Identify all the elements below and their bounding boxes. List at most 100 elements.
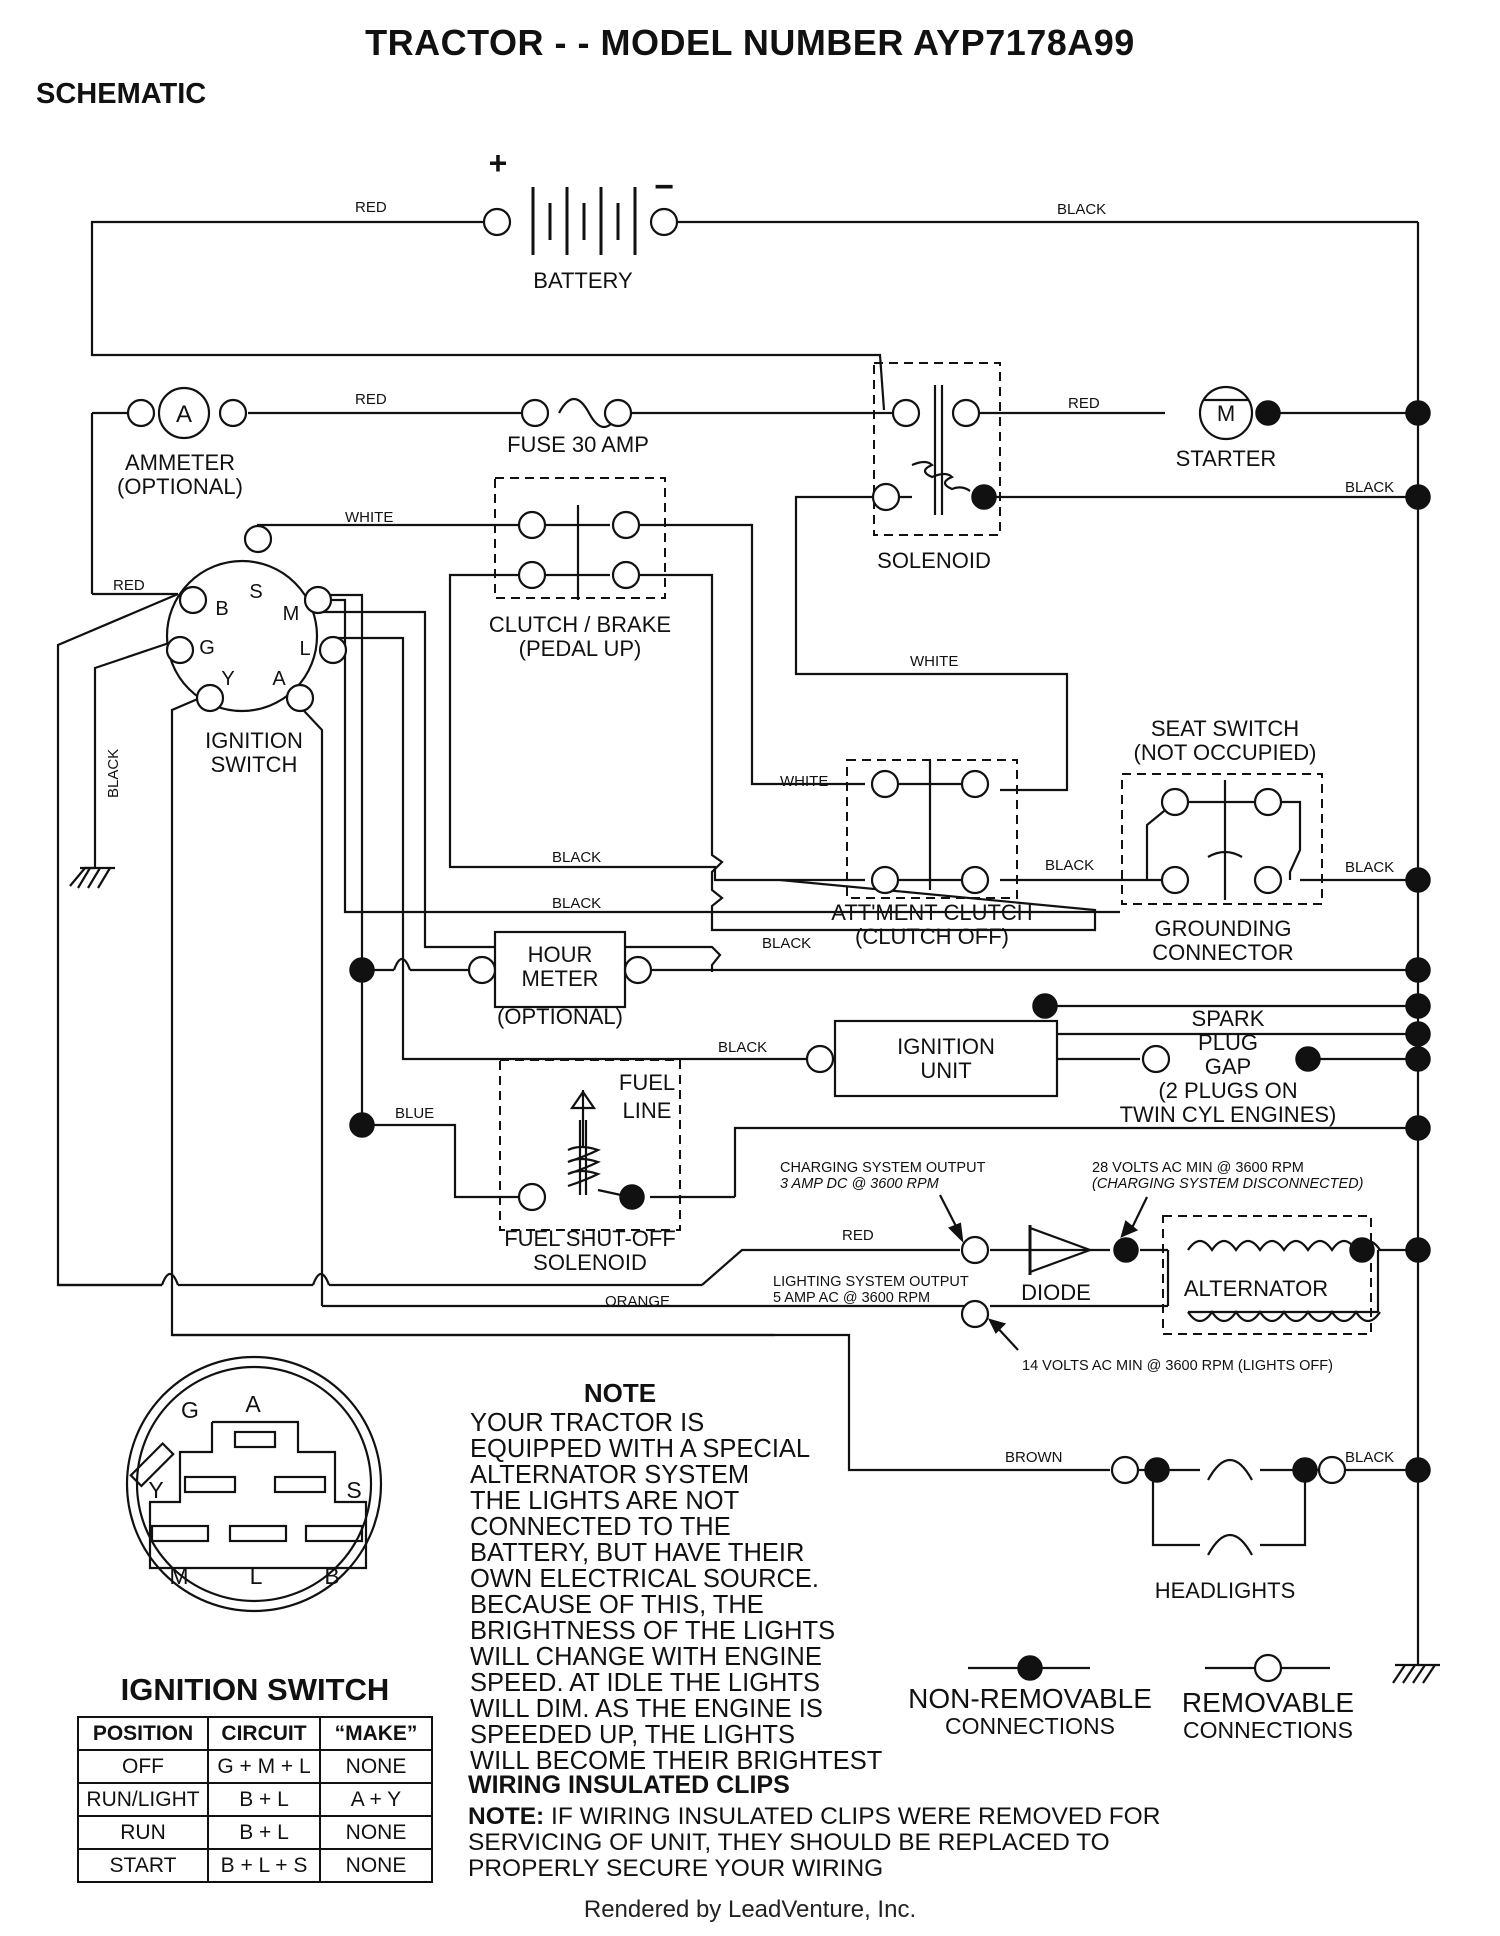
wire-label-black-9: BLACK xyxy=(1345,1449,1394,1466)
clips-heading: WIRING INSULATED CLIPS xyxy=(468,1771,790,1799)
note-line: BRIGHTNESS OF THE LIGHTS xyxy=(470,1617,836,1645)
switch-face-m: M xyxy=(169,1563,188,1589)
seat-switch-label: SEAT SWITCH xyxy=(1151,716,1299,741)
hour-meter-optional: (OPTIONAL) xyxy=(497,1004,623,1029)
switch-face-b: B xyxy=(324,1563,339,1589)
table-row: RUN B + L NONE xyxy=(77,1815,433,1850)
page-title: TRACTOR - - MODEL NUMBER AYP7178A99 xyxy=(365,22,1135,63)
table-cell: NONE xyxy=(319,1815,433,1850)
wire-label-white-2: WHITE xyxy=(910,653,958,670)
battery-plus: + xyxy=(489,145,508,181)
volts14-label: 14 VOLTS AC MIN @ 3600 RPM (LIGHTS OFF) xyxy=(1022,1358,1333,1374)
table-row: START B + L + S NONE xyxy=(77,1848,433,1883)
hour-meter-label-2: METER xyxy=(522,966,599,991)
wire-label-red-1: RED xyxy=(355,199,387,216)
switch-face-a: A xyxy=(245,1391,261,1417)
clips-line: PROPERLY SECURE YOUR WIRING xyxy=(468,1855,884,1882)
clutch-brake-sub: (PEDAL UP) xyxy=(519,636,642,661)
spark-plug-label-2: PLUG xyxy=(1198,1030,1258,1055)
ignition-switch-table: POSITION CIRCUIT “MAKE” OFF G + M + L NO… xyxy=(77,1716,433,1883)
table-row: RUN/LIGHT B + L A + Y xyxy=(77,1782,433,1817)
removable-label: REMOVABLE xyxy=(1182,1687,1354,1718)
ammeter-optional: (OPTIONAL) xyxy=(117,474,243,499)
clips-line: NOTE: IF WIRING INSULATED CLIPS WERE REM… xyxy=(468,1804,1468,1830)
wiring-clips-note: WIRING INSULATED CLIPS NOTE: IF WIRING I… xyxy=(468,1772,1468,1882)
ignition-switch-label: IGNITION xyxy=(205,728,303,753)
removable-connections xyxy=(126,207,1347,1683)
ignition-switch-body xyxy=(165,559,319,713)
wire-label-red-3: RED xyxy=(1068,395,1100,412)
solenoid-box xyxy=(873,362,1001,536)
table-row: OFF G + M + L NONE xyxy=(77,1749,433,1784)
table-cell: A + Y xyxy=(319,1782,433,1817)
switch-face-l: L xyxy=(250,1563,263,1589)
wire-label-brown: BROWN xyxy=(1005,1449,1063,1466)
note-line: BECAUSE OF THIS, THE xyxy=(470,1591,764,1619)
ammeter-symbol: A xyxy=(176,401,192,428)
table-cell: RUN/LIGHT xyxy=(77,1782,209,1817)
wire-label-black-vertical: BLACK xyxy=(105,749,122,798)
note-line: SPEED. AT IDLE THE LIGHTS xyxy=(470,1669,821,1697)
column-header: “MAKE” xyxy=(319,1716,433,1751)
wire-black-ign-ground xyxy=(56,592,179,1287)
switch-face-g: G xyxy=(181,1397,199,1423)
table-cell: OFF xyxy=(77,1749,209,1784)
table-cell: NONE xyxy=(319,1848,433,1883)
note-line: THE LIGHTS ARE NOT xyxy=(470,1487,740,1515)
volts28-label: 28 VOLTS AC MIN @ 3600 RPM xyxy=(1092,1160,1304,1176)
spark-plug-label-1: SPARK xyxy=(1192,1006,1265,1031)
alternator-box xyxy=(1162,1215,1372,1335)
note-line: SPEEDED UP, THE LIGHTS xyxy=(470,1721,795,1749)
note-line: BATTERY, BUT HAVE THEIR xyxy=(470,1539,805,1567)
ignition-switch-table-title: IGNITION SWITCH xyxy=(120,1672,390,1707)
fuel-line-label: FUEL xyxy=(619,1070,675,1095)
fuel-solenoid-box xyxy=(499,1059,681,1231)
starter-symbol: M xyxy=(1217,401,1235,426)
spark-plug-label-5: TWIN CYL ENGINES) xyxy=(1120,1102,1337,1127)
ammeter-label: AMMETER xyxy=(125,450,235,475)
wire-label-black-2: BLACK xyxy=(1345,479,1394,496)
non-removable-connections xyxy=(349,400,1431,1681)
att-clutch-sub: (CLUTCH OFF) xyxy=(855,924,1009,949)
battery-label: BATTERY xyxy=(533,268,633,293)
non-removable-label: NON-REMOVABLE xyxy=(908,1683,1152,1714)
wire-label-orange: ORANGE xyxy=(605,1293,670,1310)
charging-output-label: CHARGING SYSTEM OUTPUT xyxy=(780,1160,986,1176)
wire-label-red-2: RED xyxy=(355,391,387,408)
wire-label-black-1: BLACK xyxy=(1057,201,1106,218)
ignition-switch-label-2: SWITCH xyxy=(211,752,298,777)
terminal-l: L xyxy=(299,638,310,660)
wire-label-black-5: BLACK xyxy=(1045,857,1094,874)
switch-face-s: S xyxy=(346,1477,361,1503)
solenoid-label: SOLENOID xyxy=(877,548,991,573)
switch-face-y: Y xyxy=(148,1477,163,1503)
footer: Rendered by LeadVenture, Inc. xyxy=(583,1896,917,1923)
fuel-solenoid-label: FUEL SHUT-OFF xyxy=(504,1226,676,1251)
spark-plug-label-3: GAP xyxy=(1205,1054,1251,1079)
clutch-brake-box xyxy=(494,477,666,599)
wire-label-black-3: BLACK xyxy=(552,849,601,866)
wire-label-black-7: BLACK xyxy=(762,935,811,952)
terminal-a: A xyxy=(272,668,286,690)
note-line: YOUR TRACTOR IS xyxy=(470,1409,705,1437)
volts28-sub: (CHARGING SYSTEM DISCONNECTED) xyxy=(1092,1176,1364,1192)
seat-switch-sub: (NOT OCCUPIED) xyxy=(1134,740,1317,765)
note-line: WILL BECOME THEIR BRIGHTEST xyxy=(470,1747,883,1775)
ignition-switch-face xyxy=(125,1355,383,1613)
table-cell: B + L xyxy=(207,1815,321,1850)
wire-label-black-8: BLACK xyxy=(718,1039,767,1056)
battery-minus: − xyxy=(654,168,674,206)
charging-output-sub: 3 AMP DC @ 3600 RPM xyxy=(780,1176,940,1192)
table-cell: G + M + L xyxy=(207,1749,321,1784)
ignition-unit-box xyxy=(833,1019,1059,1098)
terminal-g: G xyxy=(199,637,215,659)
note-line: WILL CHANGE WITH ENGINE xyxy=(470,1643,822,1671)
terminal-s: S xyxy=(249,581,262,603)
seat-switch-box xyxy=(1121,773,1323,905)
hour-meter-label: HOUR xyxy=(528,942,593,967)
note-heading: NOTE xyxy=(583,1378,657,1408)
wire-label-red-5: RED xyxy=(842,1227,874,1244)
wire-red-battery xyxy=(90,220,886,411)
clutch-brake-label: CLUTCH / BRAKE xyxy=(489,612,671,637)
fuel-solenoid-label-2: SOLENOID xyxy=(533,1250,647,1275)
